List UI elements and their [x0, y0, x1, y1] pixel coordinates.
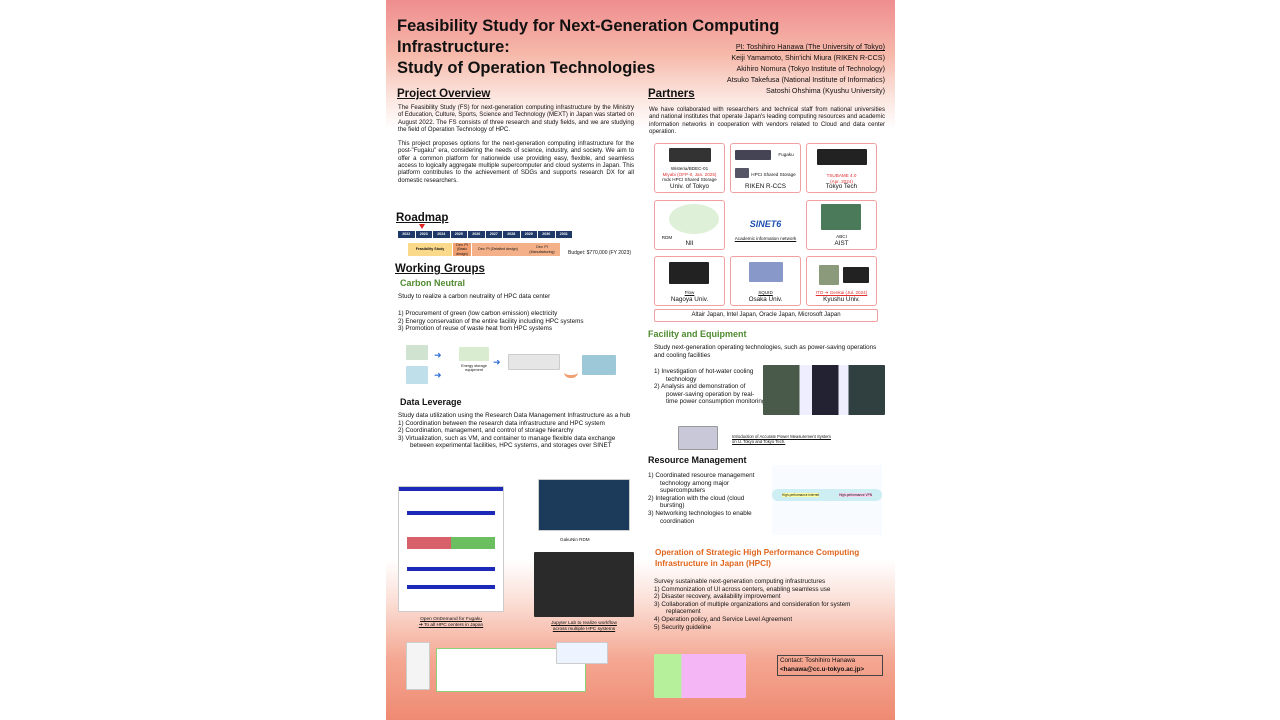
chart-screenshot-image	[556, 642, 608, 664]
resource-list: 1) Coordinated resource management techn…	[648, 472, 755, 525]
data-leverage-heading: Data Leverage	[400, 397, 462, 407]
authors: PI: Toshihiro Hanawa (The University of …	[727, 41, 885, 96]
current-year-marker-icon	[419, 224, 425, 229]
phase-manufacturing: Dev. PI (Manufacturing)	[524, 243, 560, 256]
author-pi: PI: Toshihiro Hanawa (The University of …	[735, 42, 885, 51]
facility-list: 1) Investigation of hot-water cooling te…	[654, 368, 766, 406]
arrow-icon: ➜	[434, 370, 442, 380]
reuse-arrow-icon	[564, 372, 578, 378]
open-ondemand-screenshot	[398, 486, 504, 612]
roadmap-heading: Roadmap	[396, 212, 449, 224]
partner-card-riken: Fugaku HPCI Shared Storage RIKEN R-CCS	[730, 143, 801, 193]
author: Satoshi Ohshima (Kyushu University)	[765, 86, 885, 95]
poster-title: Feasibility Study for Next-Generation Co…	[397, 17, 780, 77]
server-image	[508, 354, 560, 370]
partner-card-osaka: SQUID Osaka Univ.	[730, 256, 801, 306]
partner-card-nagoya: Flow Nagoya Univ.	[654, 256, 725, 306]
overview-heading: Project Overview	[397, 88, 491, 100]
working-groups-heading: Working Groups	[395, 263, 485, 275]
cooling-diagram-image	[763, 365, 885, 415]
arrow-icon: ➜	[493, 357, 501, 367]
partner-sinet6: SINET6 Academic information network	[734, 219, 797, 241]
overview-text: The Feasibility Study (FS) for next-gene…	[398, 104, 634, 184]
partner-card-aist: ABCI AIST	[806, 200, 877, 250]
phase-detailed-design: Dev. PI (Detailed design)	[472, 243, 524, 256]
facility-heading: Facility and Equipment	[648, 329, 747, 339]
phase-feasibility: Feasibility Study	[408, 243, 452, 256]
author: Atsuko Takefusa (National Institute of I…	[726, 75, 885, 84]
hpci-heading: Operation of Strategic High Performance …	[655, 548, 860, 568]
arrow-icon: ➜	[434, 350, 442, 360]
power-caption: Introduction of Accurate Power Measureme…	[732, 434, 831, 444]
partners-text: We have collaborated with researchers an…	[649, 106, 885, 135]
power-plant-image	[406, 345, 428, 360]
hpci-diagram-image	[654, 654, 746, 698]
power-meter-image	[678, 426, 718, 450]
workflow-sidebar-image	[406, 642, 430, 690]
carbon-heading: Carbon Neutral	[400, 278, 466, 288]
partner-card-nii: RDM NII	[654, 200, 725, 250]
facility-intro: Study next-generation operating technolo…	[654, 344, 877, 359]
carbon-intro: Study to realize a carbon neutrality of …	[398, 293, 551, 300]
budget: Budget: $770,000 (FY 2023)	[568, 250, 632, 256]
author: Keiji Yamamoto, Shin'ichi Miura (RIKEN R…	[731, 53, 885, 62]
battery-image	[459, 347, 489, 361]
poster: Feasibility Study for Next-Generation Co…	[386, 0, 895, 720]
data-list: Study data utilization using the Researc…	[398, 412, 631, 450]
phase-basic-design: Dev. PI (Basic design)	[453, 243, 471, 256]
ood-caption: Open OnDemand for Fugaku➔ To all HPC cen…	[418, 617, 484, 628]
heat-reuse-image	[582, 355, 616, 375]
energy-storage-label: Energy storage equipment	[461, 364, 487, 372]
author: Akihiro Nomura (Tokyo Institute of Techn…	[736, 64, 885, 73]
rdm-caption: GakuNin RDM	[560, 537, 590, 542]
resource-heading: Resource Management	[648, 455, 747, 465]
jupyter-lab-screenshot	[534, 552, 634, 617]
partner-card-tokyotech: TSUBAME 4.0(Apr. 2024) Tokyo Tech	[806, 143, 877, 193]
carbon-list: 1) Procurement of green (low carbon emis…	[398, 310, 584, 333]
hpci-list: Survey sustainable next-generation compu…	[654, 578, 851, 631]
partners-heading: Partners	[648, 88, 695, 100]
vendors: Altair Japan, Intel Japan, Oracle Japan,…	[654, 309, 878, 322]
gakunin-rdm-screenshot	[538, 479, 630, 531]
contact-box: Contact: Toshihiro Hanawa<hanawa@cc.u-to…	[777, 655, 883, 676]
wind-solar-image	[406, 366, 428, 384]
partner-card-kyushu: ITO ➔ Genkai (Jul. 2024) Kyushu Univ.	[806, 256, 877, 306]
